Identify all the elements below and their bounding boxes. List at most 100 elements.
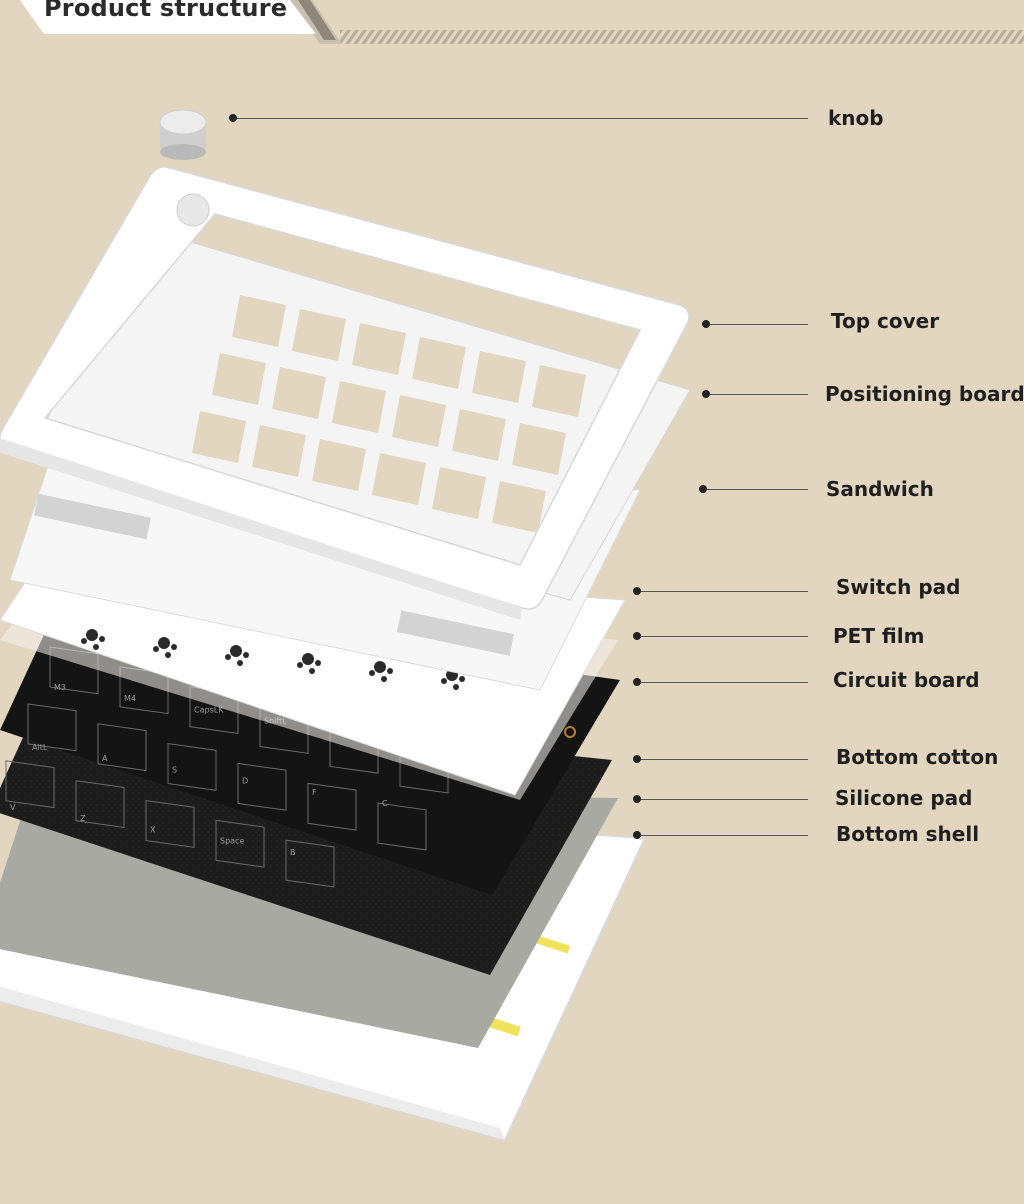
switch-cutout	[292, 309, 346, 361]
switch-cutout	[272, 367, 326, 419]
pet-film-dot	[633, 632, 641, 640]
switch-cutout	[392, 395, 446, 447]
switch-cutout	[192, 411, 246, 463]
pcb-key-label: AltL	[32, 743, 48, 752]
pcb-key-label: CapsLK	[194, 705, 224, 714]
switch-pad-hole	[315, 660, 321, 666]
pcb-key-label: C	[382, 799, 388, 808]
switch-pad-hole	[93, 644, 99, 650]
pcb-key-label: F	[312, 788, 317, 797]
switch-pad-hole	[99, 636, 105, 642]
sandwich-dot	[699, 485, 707, 493]
knob-leader	[237, 118, 808, 119]
pcb-key-label: Z	[80, 814, 86, 823]
switch-pad-hole	[387, 668, 393, 674]
switch-pad-hole	[453, 684, 459, 690]
label-pet-film: PET film	[833, 624, 925, 648]
switch-pad-hole	[381, 676, 387, 682]
pcb-key-label: A	[102, 754, 108, 763]
pcb-key-footprint: Z	[75, 780, 125, 828]
knob-part	[159, 109, 207, 160]
switch-cutout	[452, 409, 506, 461]
pcb-key-label: M4	[124, 694, 136, 703]
pcb-key-label: D	[242, 777, 248, 786]
switch-pad-hole	[237, 660, 243, 666]
top-cover-part	[0, 166, 690, 620]
switch-cutout	[232, 295, 286, 347]
switch-cutout	[372, 453, 426, 505]
label-bottom-cotton: Bottom cotton	[836, 745, 999, 769]
pet-film-leader	[641, 636, 808, 637]
label-sandwich: Sandwich	[826, 477, 934, 501]
positioning-board-part	[29, 229, 691, 601]
pcb-key-label: V	[10, 803, 16, 812]
silicone-pad-dot	[633, 795, 641, 803]
circuit-board-leader	[641, 682, 808, 683]
knob-dot	[229, 114, 237, 122]
switch-pad-hole	[459, 676, 465, 682]
switch-pad-hole	[230, 645, 242, 657]
label-circuit-board: Circuit board	[833, 668, 980, 692]
switch-cutout	[492, 481, 546, 533]
bottom-shell-dot	[633, 831, 641, 839]
top-cover-dot	[702, 320, 710, 328]
switch-cutout	[532, 365, 586, 417]
bottom-cotton-dot	[633, 755, 641, 763]
pcb-key-footprint: D	[237, 762, 287, 811]
top-cover-leader	[710, 324, 808, 325]
pcb-key-footprint: S	[167, 743, 217, 791]
switch-pad-hole	[441, 678, 447, 684]
switch-pad-hole	[309, 668, 315, 674]
pcb-key-footprint: A	[97, 723, 147, 772]
switch-pad-hole	[158, 637, 170, 649]
switch-pad-hole	[165, 652, 171, 658]
switch-pad-hole	[153, 646, 159, 652]
positioning-board-leader	[710, 394, 808, 395]
bottom-shell-leader	[641, 835, 808, 836]
pcb-key-label: M3	[54, 683, 66, 692]
pcb-key-label: Space	[220, 837, 244, 846]
pcb-key-footprint: Space	[215, 819, 265, 868]
switch-pad-hole	[297, 662, 303, 668]
page-title: Product structure	[44, 0, 288, 22]
pcb-key-footprint: V	[5, 760, 55, 812]
switch-cutout	[312, 439, 366, 491]
header-banner	[20, 0, 1024, 44]
switch-pad-hole	[369, 670, 375, 676]
switch-pad-hole	[302, 653, 314, 665]
pcb-key-label: X	[150, 825, 156, 834]
pcb-key-footprint: C	[377, 799, 427, 851]
positioning-board-dot	[702, 390, 710, 398]
switch-pad-hole	[225, 654, 231, 660]
bottom-cotton-leader	[641, 759, 808, 760]
switch-cutout	[252, 425, 306, 477]
pcb-key-footprint: X	[145, 799, 195, 848]
switch-pad-hole	[81, 638, 87, 644]
label-silicone-pad: Silicone pad	[835, 786, 973, 810]
stripe-band	[340, 30, 1024, 44]
pcb-key-footprint: AltL	[27, 703, 77, 752]
switch-pad-hole	[86, 629, 98, 641]
circuit-board-dot	[633, 678, 641, 686]
label-knob: knob	[828, 106, 884, 130]
switch-pad-hole	[243, 652, 249, 658]
switch-pad-leader	[641, 591, 808, 592]
pcb-key-footprint: F	[307, 782, 357, 831]
switch-cutout	[472, 351, 526, 403]
sandwich-leader	[707, 489, 808, 490]
pcb-key-footprint: B	[285, 839, 335, 888]
switch-cutout	[352, 323, 406, 375]
switch-cutout	[512, 423, 566, 475]
label-switch-pad: Switch pad	[836, 575, 961, 599]
switch-cutout	[412, 337, 466, 389]
silicone-pad-leader	[641, 799, 808, 800]
label-positioning-board: Positioning board	[825, 382, 1024, 406]
pcb-key-label: B	[290, 848, 296, 857]
switch-cutout	[212, 353, 266, 405]
label-top-cover: Top cover	[831, 309, 940, 333]
switch-pad-hole	[171, 644, 177, 650]
switch-pad-dot	[633, 587, 641, 595]
pcb-key-label: S	[172, 765, 177, 774]
